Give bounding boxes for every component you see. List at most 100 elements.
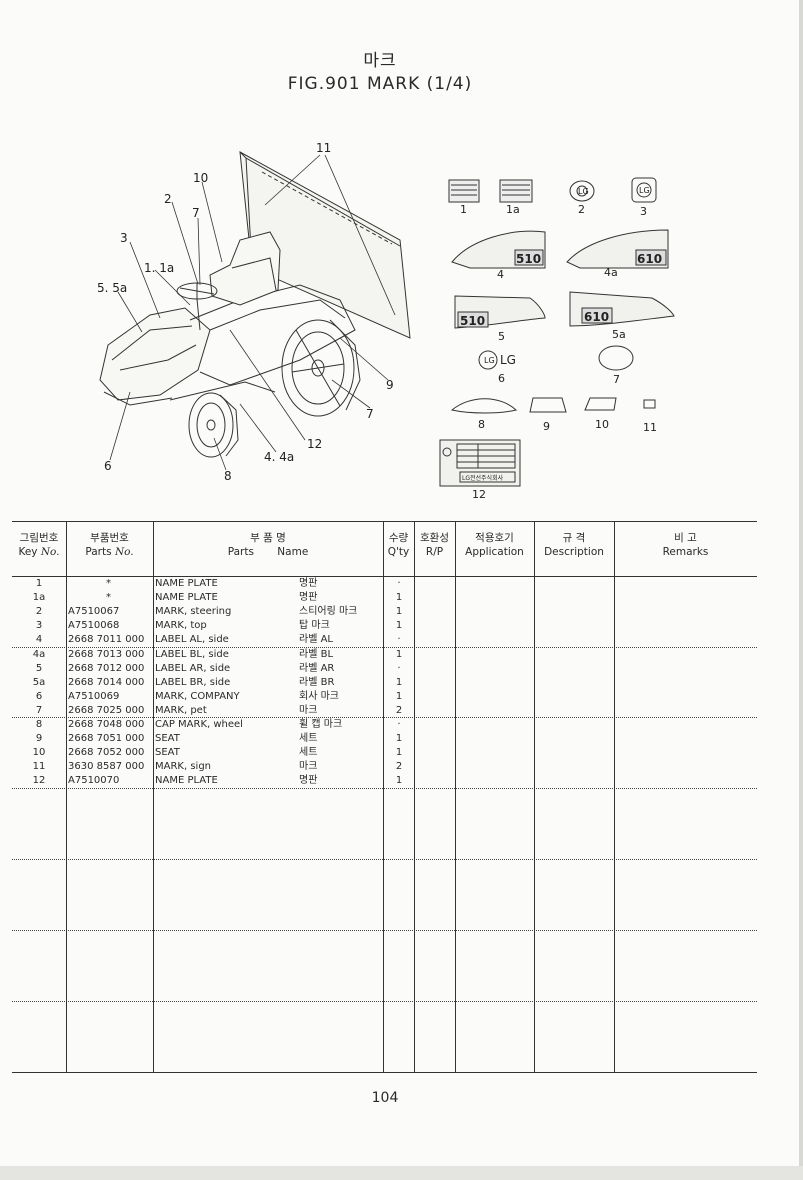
cell-name-ko: 라벨 BL bbox=[299, 649, 334, 660]
table-bottom-rule bbox=[12, 1072, 757, 1073]
cell-qty: · bbox=[397, 578, 401, 589]
header-rp-ko: 호환성 bbox=[420, 532, 449, 544]
cell-part-no: 2668 7025 000 bbox=[68, 705, 145, 716]
cell-part-no: A7510070 bbox=[68, 775, 120, 786]
header-name-ko: 부 품 명 bbox=[250, 532, 286, 544]
cell-name-en: LABEL AR, side bbox=[155, 663, 231, 674]
cell-key: 4 bbox=[35, 634, 43, 645]
cell-name-en: LABEL BL, side bbox=[155, 649, 229, 660]
cell-name-ko: 휠 캡 마크 bbox=[299, 719, 343, 730]
cell-qty: 1 bbox=[395, 677, 403, 688]
table-row: 5a 2668 7014 000 LABEL BR, side 라벨 BR 1 bbox=[12, 676, 757, 690]
cell-key: 5 bbox=[35, 663, 43, 674]
cell-qty: 2 bbox=[395, 761, 403, 772]
table-row: 8 2668 7048 000 CAP MARK, wheel 휠 캡 마크 · bbox=[12, 718, 757, 732]
callout-4-4a: 4. 4a bbox=[264, 450, 294, 464]
callout-12: 12 bbox=[307, 437, 322, 451]
header-application: 적용호기 Application bbox=[455, 531, 534, 559]
table-row: 10 2668 7052 000 SEAT 세트 1 bbox=[12, 746, 757, 760]
cell-part-no: A7510068 bbox=[68, 620, 120, 631]
cell-name-ko: 명판 bbox=[299, 592, 318, 603]
cell-qty: 1 bbox=[395, 775, 403, 786]
header-key: 그림번호 Key No. bbox=[12, 531, 66, 559]
cell-name-ko: 명판 bbox=[299, 775, 318, 786]
callout-7a: 7 bbox=[192, 206, 200, 220]
group-rule-1 bbox=[12, 647, 757, 648]
cell-part-no: * bbox=[106, 578, 111, 589]
table-row: 12 A7510070 NAME PLATE 명판 1 bbox=[12, 774, 757, 788]
leader-lines bbox=[109, 154, 396, 471]
cell-name-en: MARK, steering bbox=[155, 606, 232, 617]
cell-key: 2 bbox=[35, 606, 43, 617]
table-row: 3 A7510068 MARK, top 탑 마크 1 bbox=[12, 619, 757, 633]
header-key-ko: 그림번호 bbox=[19, 532, 59, 544]
parts-illustration: 11 10 2 7 3 1. 1a 5. 5a 9 7 12 4. 4a 6 8 bbox=[97, 141, 675, 501]
side-label-5a-icon bbox=[569, 291, 675, 327]
cell-name-ko: 라벨 AR bbox=[299, 663, 335, 674]
header-rem-en: Remarks bbox=[662, 546, 709, 558]
caption-11: 11 bbox=[643, 421, 657, 434]
label-4a-model: 610 bbox=[637, 252, 662, 266]
cell-name-en: MARK, top bbox=[155, 620, 207, 631]
header-desc-ko: 규 격 bbox=[562, 532, 586, 544]
caption-6: 6 bbox=[498, 372, 505, 385]
cell-part-no: A7510067 bbox=[68, 606, 120, 617]
col-divider bbox=[153, 521, 154, 1073]
side-label-5-icon bbox=[454, 295, 546, 329]
cell-name-ko: 세트 bbox=[299, 747, 318, 758]
group-rule-4 bbox=[12, 859, 757, 860]
header-part-en: Parts No. bbox=[85, 546, 134, 558]
label-5-model: 510 bbox=[460, 314, 485, 328]
seat-10-icon bbox=[584, 397, 617, 411]
name-plate-1-icon bbox=[448, 179, 480, 203]
cell-name-en: NAME PLATE bbox=[155, 578, 218, 589]
header-part-ko: 부품번호 bbox=[90, 532, 129, 544]
cell-qty: 1 bbox=[395, 620, 403, 631]
header-rp: 호환성 R/P bbox=[414, 531, 455, 559]
header-rem-ko: 비 고 bbox=[674, 532, 697, 544]
caption-5a: 5a bbox=[612, 328, 626, 341]
side-label-4a-icon bbox=[566, 229, 669, 269]
cell-part-no: * bbox=[106, 592, 111, 603]
header-rule bbox=[12, 576, 757, 577]
cell-qty: · bbox=[397, 719, 401, 730]
col-divider bbox=[383, 521, 384, 1073]
cell-part-no: 2668 7013 000 bbox=[68, 649, 145, 660]
page-title-english: FIG.901 MARK (1/4) bbox=[287, 74, 473, 94]
header-qty-ko: 수량 bbox=[388, 532, 409, 544]
name-plate-12-icon bbox=[439, 439, 521, 487]
sign-mark-11-icon bbox=[643, 399, 656, 409]
header-part-name: 부 품 명 Parts Name bbox=[153, 531, 383, 559]
cell-name-ko: 마크 bbox=[299, 705, 318, 716]
cell-name-en: SEAT bbox=[155, 733, 180, 744]
cell-name-ko: 명판 bbox=[299, 578, 318, 589]
top-mark-text: LG bbox=[639, 186, 650, 195]
table-row: 6 A7510069 MARK, COMPANY 회사 마크 1 bbox=[12, 690, 757, 704]
group-rule-2 bbox=[12, 717, 757, 718]
cell-qty: · bbox=[397, 634, 401, 645]
cell-name-ko: 스티어링 마크 bbox=[299, 606, 358, 617]
cell-qty: 1 bbox=[395, 606, 403, 617]
caption-4: 4 bbox=[497, 268, 504, 281]
header-name-en: Parts Name bbox=[153, 545, 383, 559]
cell-part-no: 2668 7051 000 bbox=[68, 733, 145, 744]
header-part-no: 부품번호 Parts No. bbox=[66, 531, 153, 559]
caption-4a: 4a bbox=[604, 266, 618, 279]
cell-name-en: NAME PLATE bbox=[155, 592, 218, 603]
header-app-ko: 적용호기 bbox=[475, 532, 514, 544]
caption-12: 12 bbox=[472, 488, 486, 501]
table-row: 1a * NAME PLATE 명판 1 bbox=[12, 591, 757, 605]
caption-1: 1 bbox=[460, 203, 467, 216]
cell-key: 7 bbox=[35, 705, 43, 716]
seat-9-icon bbox=[529, 397, 567, 413]
caption-2: 2 bbox=[578, 203, 585, 216]
cell-qty: 1 bbox=[395, 733, 403, 744]
cell-key: 9 bbox=[35, 733, 43, 744]
cell-part-no: 2668 7014 000 bbox=[68, 677, 145, 688]
steering-mark-icon bbox=[569, 180, 595, 202]
header-qty: 수량 Q'ty bbox=[383, 531, 414, 559]
cell-part-no: 2668 7052 000 bbox=[68, 747, 145, 758]
header-name-en-parts: Parts bbox=[227, 546, 254, 558]
header-key-en: Key No. bbox=[18, 546, 60, 558]
cell-qty: 1 bbox=[395, 592, 403, 603]
